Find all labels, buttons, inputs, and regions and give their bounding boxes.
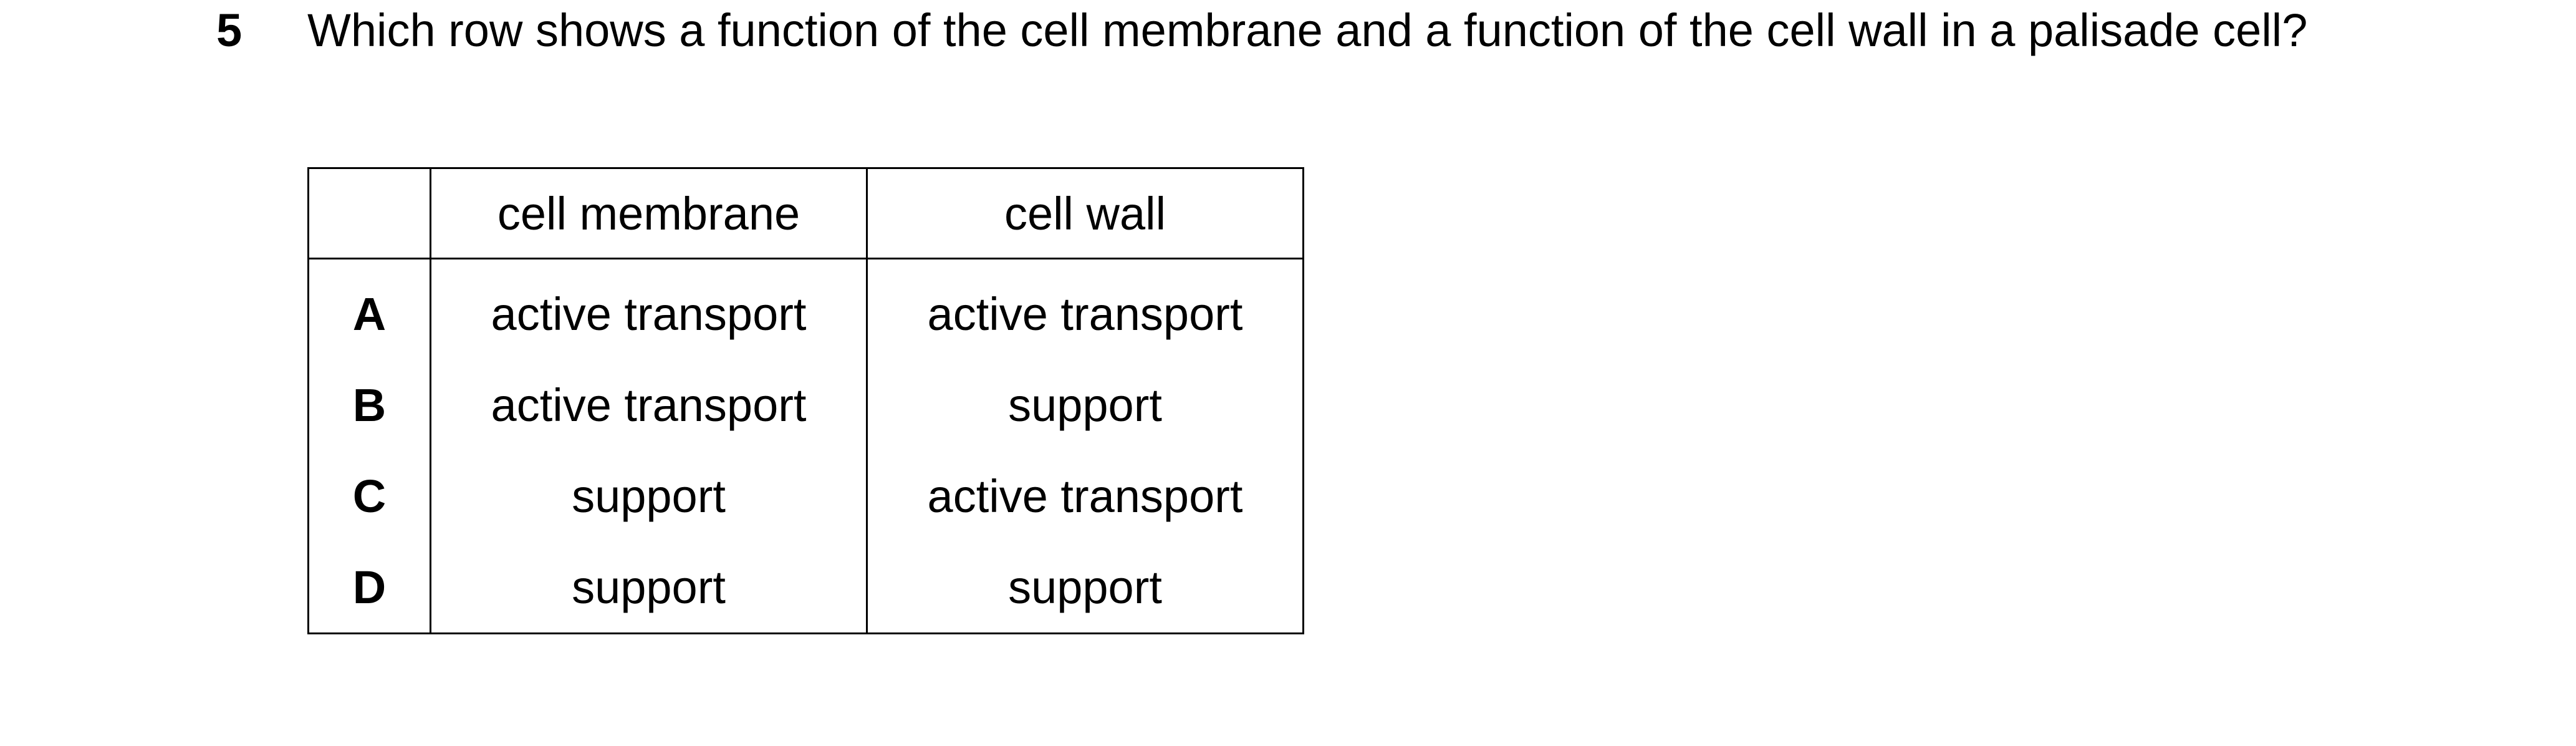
table-row-b: B active transport support [307, 359, 1304, 450]
cell-wall-value: active transport [866, 450, 1304, 541]
table-header-row: cell membrane cell wall [307, 167, 1304, 259]
question-number: 5 [216, 4, 243, 56]
cell-wall-value: support [866, 359, 1304, 450]
table-row-d: D support support [307, 541, 1304, 634]
header-empty-cell [307, 167, 431, 259]
question-text: Which row shows a function of the cell m… [307, 4, 2308, 56]
cell-membrane-value: support [430, 450, 868, 541]
row-letter: C [307, 450, 431, 541]
row-letter: A [307, 258, 431, 359]
row-letter: B [307, 359, 431, 450]
header-cell-wall: cell wall [866, 167, 1304, 259]
cell-membrane-value: active transport [430, 359, 868, 450]
cell-wall-value: support [866, 541, 1304, 634]
table-row-c: C support active transport [307, 450, 1304, 541]
answer-options-table: cell membrane cell wall A active transpo… [307, 167, 1304, 634]
header-cell-membrane: cell membrane [430, 167, 868, 259]
row-letter: D [307, 541, 431, 634]
table-row-a: A active transport active transport [307, 258, 1304, 359]
cell-wall-value: active transport [866, 258, 1304, 359]
cell-membrane-value: active transport [430, 258, 868, 359]
cell-membrane-value: support [430, 541, 868, 634]
